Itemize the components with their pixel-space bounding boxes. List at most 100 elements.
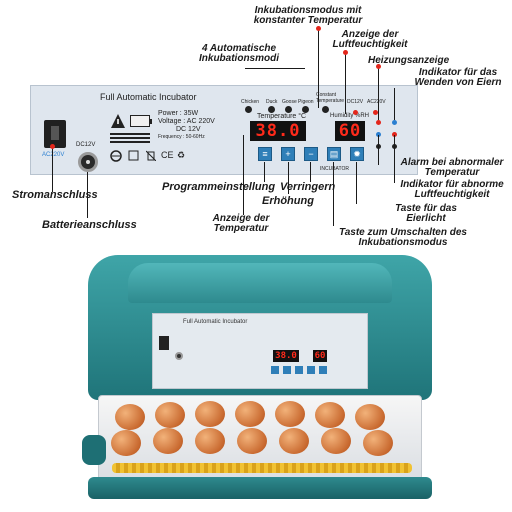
mode-duck-led (268, 106, 275, 113)
annotation-decrease: Verringern (280, 181, 336, 193)
egg (235, 401, 265, 427)
temperature-display: 38.0 (250, 121, 306, 141)
egg (355, 404, 385, 430)
menu-icon: ≡ (262, 149, 268, 159)
annotation-program: Programmeinstellung (162, 181, 276, 193)
egg (237, 428, 267, 454)
leader-egg-light (356, 162, 357, 204)
indicator-ac-label: AC220V (367, 99, 386, 105)
leader-modes (245, 68, 305, 69)
weee-bin-icon (146, 150, 156, 161)
annotation-alarm: Alarm bei abnormaler Temperatur (400, 157, 504, 178)
leader-humidity (345, 54, 346, 114)
mini-button-5[interactable] (319, 366, 327, 374)
mode-icon: ▤ (329, 149, 339, 159)
battery-icon (130, 115, 152, 127)
mode-constant-label: Constant Temperature (316, 92, 345, 104)
leader-mode-switch (333, 162, 334, 226)
egg (153, 428, 183, 454)
humidity-label: Humidity %RH (330, 113, 370, 119)
annotation-egg-light: Taste für das Eierlicht (395, 203, 457, 224)
recycle-disk-icon (110, 150, 122, 162)
egg (155, 402, 185, 428)
egg (115, 404, 145, 430)
mode-goose-led (285, 106, 292, 113)
minus-icon: − (308, 149, 314, 159)
mini-humidity-display: 60 (313, 350, 327, 362)
egg (195, 428, 225, 454)
incubator-mini-panel: Full Automatic Incubator 38.0 60 (152, 313, 368, 389)
leader-heating (378, 68, 379, 120)
water-tank-knob[interactable] (82, 435, 106, 465)
egg (363, 430, 393, 456)
mini-dc-port[interactable] (175, 352, 183, 360)
mode-switch-button[interactable]: ▤ (327, 147, 341, 161)
mini-button-3[interactable] (295, 366, 303, 374)
annotation-const-mode: Inkubationsmodus mit konstanter Temperat… (253, 5, 363, 26)
marker-humidity (343, 50, 348, 55)
warning-icon (111, 114, 125, 128)
leader-const-mode (318, 30, 319, 108)
annotation-abn-humidity: Indikator für abnorme Luftfeuchtigkeit (400, 179, 504, 200)
mini-power-switch[interactable] (159, 336, 169, 350)
light-icon: ✹ (353, 149, 361, 159)
annotation-heating: Heizungsanzeige (368, 55, 450, 66)
mode-chicken-led (245, 106, 252, 113)
humidity-display: 60 (335, 121, 365, 141)
mini-panel-title: Full Automatic Incubator (183, 319, 248, 325)
ce-mark: CE (161, 150, 174, 160)
alarm-humidity-led (392, 132, 397, 137)
plus-icon: + (285, 149, 291, 159)
spec-power: Power : 35W (158, 110, 199, 117)
program-set-button[interactable]: ≡ (258, 147, 272, 161)
mini-button-1[interactable] (271, 366, 279, 374)
turning-led (392, 120, 397, 125)
turning-roller (112, 463, 412, 473)
leader-program (264, 162, 265, 182)
dc-power-led (353, 110, 358, 115)
leader-abn-humidity (394, 135, 395, 183)
leader-temp (243, 135, 244, 215)
square-mark-icon (128, 150, 139, 161)
recycle-mark: ♻ (177, 150, 186, 160)
dc-battery-port[interactable] (78, 152, 98, 172)
egg (275, 401, 305, 427)
increase-button[interactable]: + (281, 147, 295, 161)
mode-goose-label: Goose (282, 99, 297, 105)
leader-power (52, 148, 53, 192)
spec-voltage-dc: DC 12V (176, 126, 201, 133)
egg (279, 428, 309, 454)
mini-button-4[interactable] (307, 366, 315, 374)
mini-temperature-display: 38.0 (273, 350, 299, 362)
annotation-temp-display: Anzeige der Temperatur (212, 213, 270, 234)
panel-title: Full Automatic Incubator (100, 92, 197, 102)
marker-power (50, 144, 55, 149)
spec-stripes-icon (110, 133, 150, 143)
leader-battery (87, 172, 88, 218)
ac-power-led (373, 110, 378, 115)
decrease-button[interactable]: − (304, 147, 318, 161)
temperature-label: Temperature °C (257, 113, 307, 120)
egg (321, 428, 351, 454)
mode-duck-label: Duck (266, 99, 278, 105)
leader-increase (288, 162, 289, 194)
mode-chicken-label: Chicken (241, 99, 260, 105)
power-socket[interactable] (44, 120, 66, 148)
leader-decrease (310, 162, 311, 182)
mini-button-2[interactable] (283, 366, 291, 374)
egg-light-button[interactable]: ✹ (350, 147, 364, 161)
egg (315, 402, 345, 428)
annotation-power: Stromanschluss (12, 189, 98, 201)
brand-label: INCUBATOR (320, 166, 349, 172)
alarm-temp-led (376, 132, 381, 137)
ac-socket-label: AC220V (42, 152, 65, 158)
spec-voltage: Voltage : AC 220V (158, 118, 215, 125)
marker-const-mode (316, 26, 321, 31)
indicator-dc-label: DC12V (347, 99, 364, 105)
leader-alarm (378, 135, 379, 165)
annotation-increase: Erhöhung (262, 195, 314, 207)
mode-pigeon-led (302, 106, 309, 113)
annotation-turning: Indikator für das Wenden von Eiern (414, 67, 502, 88)
egg (195, 401, 225, 427)
rocker-switch[interactable] (51, 126, 59, 140)
